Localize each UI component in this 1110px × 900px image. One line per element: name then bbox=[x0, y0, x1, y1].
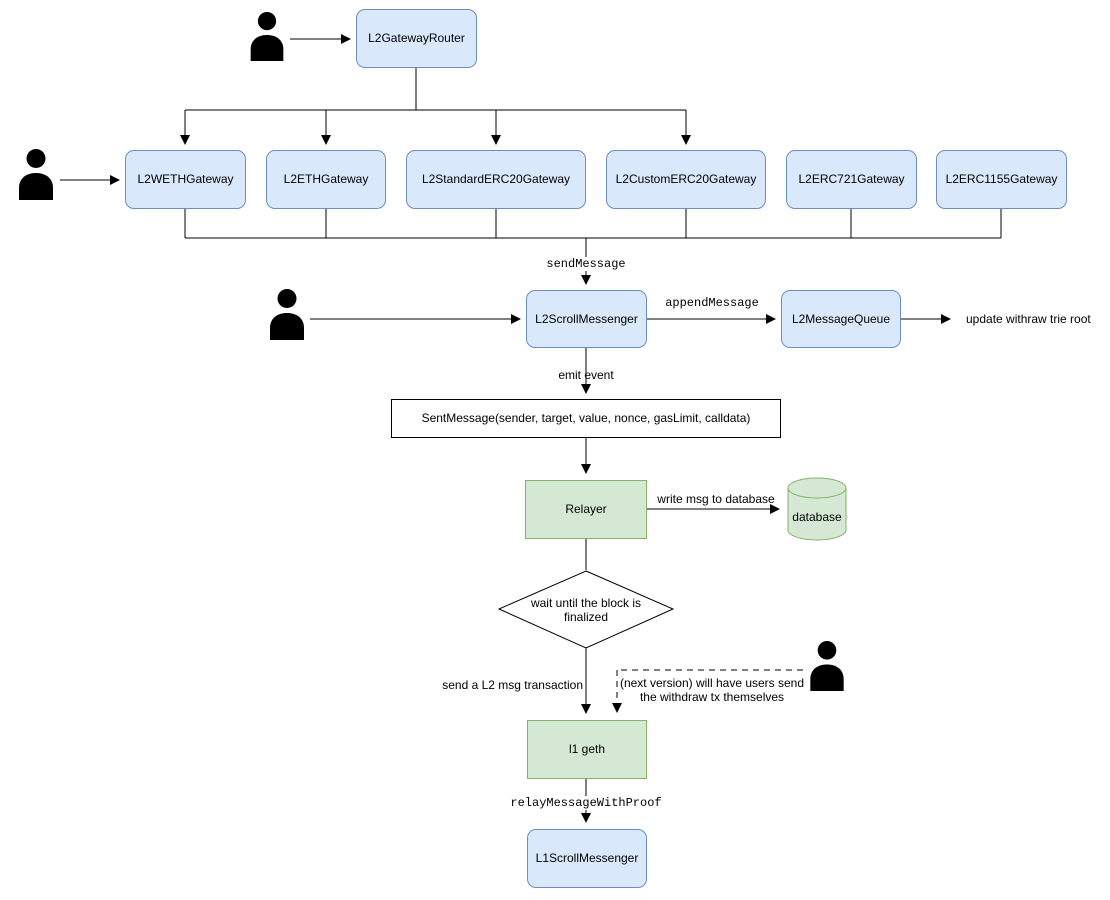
node-l2-custom-erc20-gateway: L2CustomERC20Gateway bbox=[606, 150, 766, 209]
user-icon bbox=[266, 288, 308, 340]
user-icon bbox=[806, 640, 848, 691]
node-database: database bbox=[786, 476, 848, 542]
edge-label-send-message: sendMessage bbox=[543, 257, 629, 272]
node-label: L2GatewayRouter bbox=[368, 31, 465, 45]
node-label: L2CustomERC20Gateway bbox=[615, 172, 757, 186]
node-l2-scroll-messenger: L2ScrollMessenger bbox=[526, 290, 647, 348]
node-l2-gateway-router: L2GatewayRouter bbox=[356, 9, 477, 68]
node-label: L2WETHGateway bbox=[137, 172, 234, 186]
edge-label-append-message: appendMessage bbox=[665, 296, 759, 310]
edge-label-send-l2-msg-tx: send a L2 msg transaction bbox=[442, 678, 583, 692]
node-label: L2ERC721Gateway bbox=[798, 172, 905, 186]
node-l2-erc721-gateway: L2ERC721Gateway bbox=[786, 150, 917, 209]
node-relayer: Relayer bbox=[525, 480, 647, 539]
decision-label: wait until the block is finalized bbox=[526, 582, 646, 637]
edge-label-update-withdraw-root: update withraw trie root bbox=[966, 312, 1091, 326]
node-label: L2ERC1155Gateway bbox=[945, 172, 1058, 186]
edge-label-relay-message-with-proof: relayMessageWithProof bbox=[507, 796, 665, 811]
node-label: database bbox=[792, 510, 842, 524]
node-l1-geth: l1 geth bbox=[527, 720, 647, 779]
node-l2-weth-gateway: L2WETHGateway bbox=[125, 150, 246, 209]
edge-label-next-version-note: (next version) will have users send the … bbox=[619, 676, 805, 705]
edge-label-emit-event: emit event bbox=[558, 368, 614, 382]
node-label: L2ETHGateway bbox=[283, 172, 369, 186]
node-label: L1ScrollMessenger bbox=[535, 851, 639, 865]
edge-label-write-msg-to-db: write msg to database bbox=[657, 492, 775, 506]
node-l1-scroll-messenger: L1ScrollMessenger bbox=[527, 829, 647, 888]
node-label: L2MessageQueue bbox=[791, 311, 891, 326]
node-l2-message-queue: L2MessageQueue bbox=[781, 290, 901, 348]
node-label: SentMessage(sender, target, value, nonce… bbox=[421, 411, 751, 425]
node-label: wait until the block is finalized bbox=[530, 595, 642, 624]
user-icon bbox=[246, 11, 288, 61]
node-label: Relayer bbox=[565, 502, 607, 516]
node-l2-eth-gateway: L2ETHGateway bbox=[266, 150, 386, 209]
node-label: L2ScrollMessenger bbox=[535, 311, 638, 326]
node-label: l1 geth bbox=[568, 742, 606, 756]
database-cylinder-icon bbox=[787, 477, 847, 541]
node-l2-erc1155-gateway: L2ERC1155Gateway bbox=[936, 150, 1067, 209]
node-label: L2StandardERC20Gateway bbox=[421, 172, 571, 186]
user-icon bbox=[15, 148, 57, 200]
node-l2-standard-erc20-gateway: L2StandardERC20Gateway bbox=[406, 150, 586, 209]
node-sent-message-event: SentMessage(sender, target, value, nonce… bbox=[391, 399, 781, 438]
